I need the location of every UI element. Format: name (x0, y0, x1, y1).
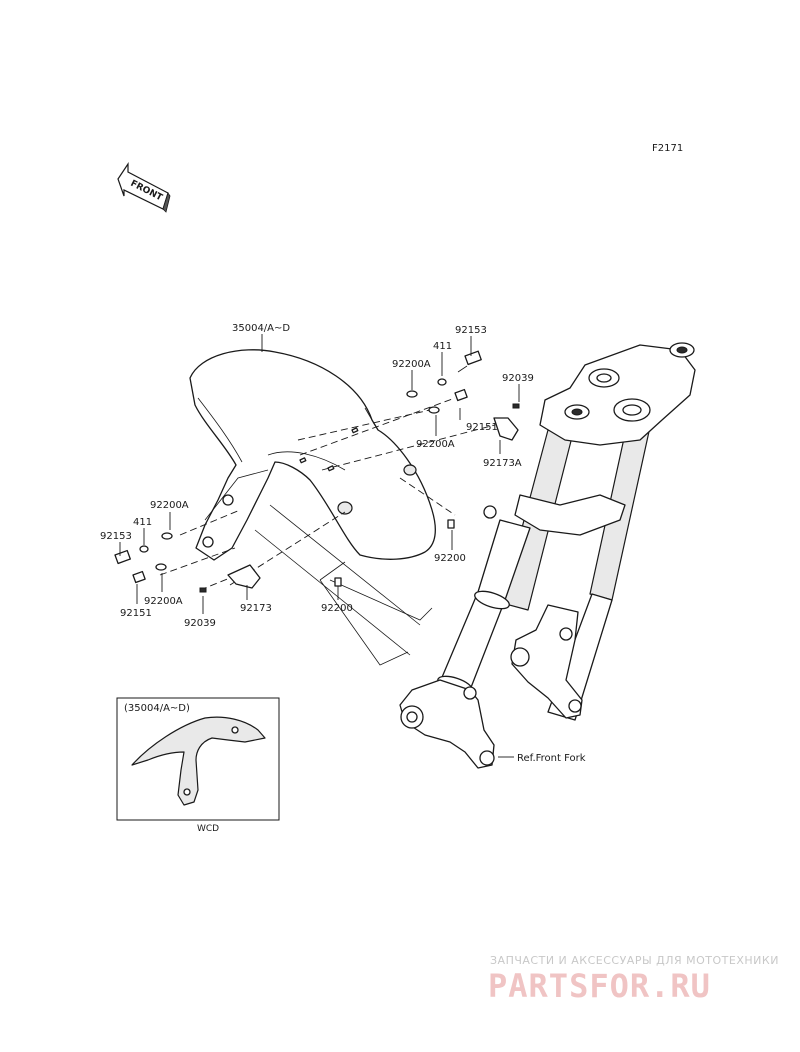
label-92039-right: 92039 (502, 373, 534, 384)
bolt-92153-right (457, 350, 482, 373)
label-92151-left: 92151 (120, 608, 152, 619)
washer-92200A-left2 (155, 563, 167, 571)
screw-92039-left (199, 587, 207, 593)
label-92200A-right2: 92200A (416, 439, 455, 450)
collar-411-left (139, 545, 149, 553)
inset-variant: (35004/A~D) WCD (116, 697, 280, 834)
label-92039-left: 92039 (184, 618, 216, 629)
label-92173A: 92173A (483, 458, 522, 469)
washer-92200A-right1 (406, 390, 418, 398)
watermark-logo: PARTSFOR.RU (488, 967, 711, 1005)
label-35004: 35004/A~D (232, 323, 290, 334)
label-ref-front-fork: Ref.Front Fork (517, 753, 586, 764)
front-fork (399, 342, 696, 769)
front-fender (189, 349, 436, 561)
label-92153-left: 92153 (100, 531, 132, 542)
figure-code: F2171 (652, 143, 683, 154)
label-92200-right: 92200 (434, 553, 466, 564)
inset-frame (116, 697, 280, 821)
watermark: ЗАПЧАСТИ И АКСЕССУАРЫ ДЛЯ МОТОТЕХНИКИ PA… (488, 954, 779, 1005)
inset-hole-top (231, 726, 239, 734)
bolt-92151-left (132, 570, 146, 584)
label-411-left: 411 (133, 517, 152, 528)
leader-lines (119, 334, 520, 758)
bushing-92200-right (447, 519, 455, 529)
inset-fender (131, 716, 266, 806)
washer-92200A-right2 (428, 406, 440, 414)
label-92151-right: 92151 (466, 422, 498, 433)
label-92153-right: 92153 (455, 325, 487, 336)
label-92200A-left1: 92200A (150, 500, 189, 511)
bushing-92200-center (334, 577, 342, 587)
inset-caption: WCD (197, 824, 219, 834)
label-92173: 92173 (240, 603, 272, 614)
label-411-right: 411 (433, 341, 452, 352)
collar-411-right (437, 378, 447, 386)
part-labels: 35004/A~D 92153 411 92200A 92039 92151 9… (100, 323, 586, 764)
clamp-92173 (227, 564, 261, 589)
mount-leader-upper (329, 579, 433, 621)
front-arrow-icon: FRONT (117, 162, 171, 213)
screw-92039-right (512, 403, 520, 409)
label-92200A-right1: 92200A (392, 359, 431, 370)
watermark-tagline: ЗАПЧАСТИ И АКСЕССУАРЫ ДЛЯ МОТОТЕХНИКИ (490, 954, 779, 967)
mount-leader-92200 (319, 561, 346, 581)
label-92200-center: 92200 (321, 603, 353, 614)
washer-92200A-left1 (161, 532, 173, 540)
bolt-92153-left (114, 549, 131, 565)
label-92200A-left2: 92200A (144, 596, 183, 607)
inset-hole (183, 788, 191, 796)
clamp-92173A (493, 417, 519, 441)
inset-title: (35004/A~D) (124, 703, 190, 714)
bolt-92151-right (454, 388, 468, 402)
mount-leader-lower (319, 579, 409, 666)
